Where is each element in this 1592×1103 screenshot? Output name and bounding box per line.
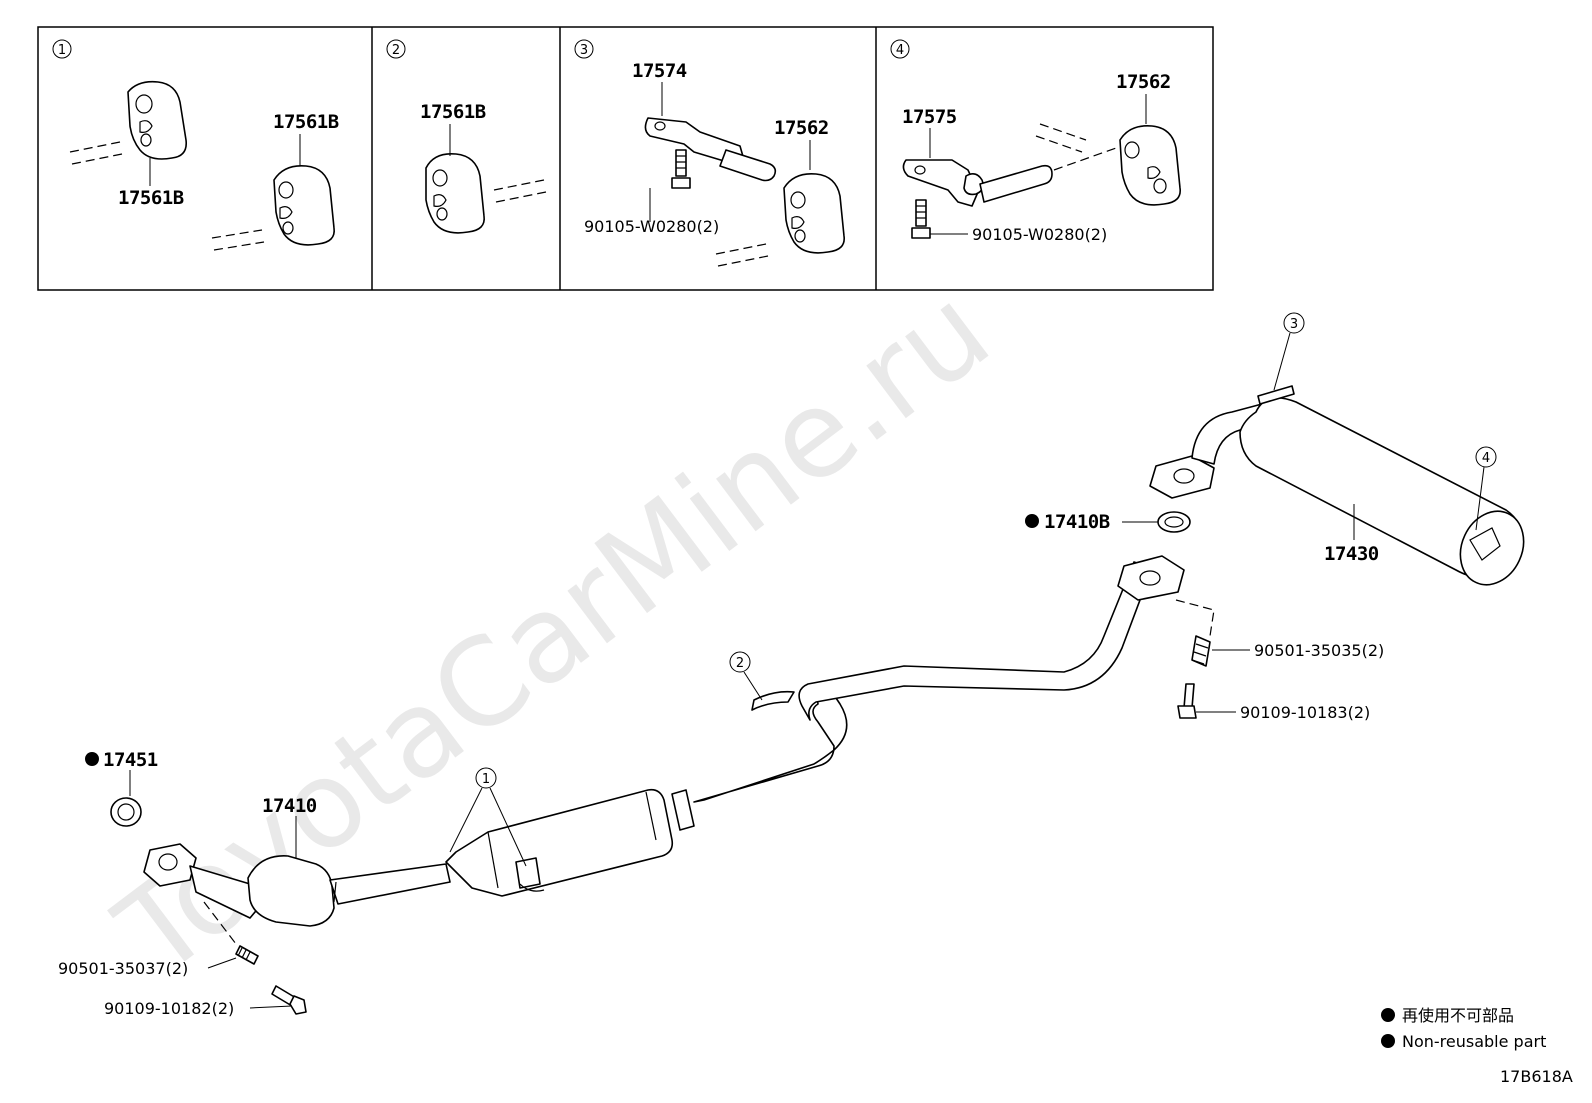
hanger-bracket-icon xyxy=(515,857,545,892)
box-number: 2 xyxy=(392,43,400,58)
detail-box-2: 2 17561B xyxy=(386,39,547,234)
box-number: 4 xyxy=(896,43,904,58)
part-label: 90109-10183(2) xyxy=(1240,703,1370,722)
part-label: 17574 xyxy=(632,60,687,82)
callout-number: 1 xyxy=(482,772,490,787)
part-label: 90105-W0280(2) xyxy=(972,225,1107,244)
rubber-hanger-icon xyxy=(273,164,335,246)
non-reusable-dot-icon xyxy=(85,752,99,766)
detail-box-1: 1 17561B 17561B xyxy=(52,39,339,251)
part-label: 17561B xyxy=(118,187,184,209)
part-label: 17562 xyxy=(774,117,829,139)
box-number: 3 xyxy=(580,43,588,58)
part-label: 17561B xyxy=(420,101,486,123)
legend: 再使用不可部品 Non-reusable part xyxy=(1381,1006,1546,1051)
gasket-icon xyxy=(110,797,142,827)
callout-number: 4 xyxy=(1482,451,1490,466)
part-label: 17561B xyxy=(273,111,339,133)
bolt-icon xyxy=(271,985,307,1015)
rubber-hanger-icon xyxy=(127,80,188,160)
exhaust-assembly: 17451 17410 90501-35037(2) 90109-10182(2… xyxy=(58,312,1525,1018)
part-label: 17562 xyxy=(1116,71,1171,93)
center-exhaust-pipe xyxy=(445,555,1185,897)
spring-icon xyxy=(1191,635,1211,667)
non-reusable-dot-icon xyxy=(1025,514,1039,528)
bolt-icon xyxy=(671,149,691,189)
detail-box-3: 3 17574 90105-W0280(2) 17562 xyxy=(574,39,845,267)
legend-jp: 再使用不可部品 xyxy=(1402,1006,1514,1025)
tail-muffler xyxy=(1149,385,1525,586)
bracket-icon xyxy=(644,117,777,182)
part-label: 17430 xyxy=(1324,543,1379,565)
gasket-icon xyxy=(1157,511,1191,533)
rubber-hanger-icon xyxy=(1119,124,1181,206)
legend-en: Non-reusable part xyxy=(1402,1032,1546,1051)
part-label: 17575 xyxy=(902,106,957,128)
part-label: 90109-10182(2) xyxy=(104,999,234,1018)
part-label: 17451 xyxy=(103,749,158,771)
part-label: 17410 xyxy=(262,795,317,817)
part-label: 90501-35035(2) xyxy=(1254,641,1384,660)
bolt-icon xyxy=(911,199,931,239)
callout-number: 2 xyxy=(736,656,744,671)
part-label: 90501-35037(2) xyxy=(58,959,188,978)
bolt-icon xyxy=(1177,683,1197,719)
non-reusable-dot-icon xyxy=(1381,1008,1395,1022)
part-label: 17410B xyxy=(1044,511,1110,533)
part-label: 90105-W0280(2) xyxy=(584,217,719,236)
box-number: 1 xyxy=(58,43,66,58)
bracket-icon xyxy=(902,159,1053,207)
detail-box-4: 4 17575 90105-W0280(2) 17562 xyxy=(890,39,1181,244)
diagram-code: 17B618A xyxy=(1500,1067,1573,1086)
non-reusable-dot-icon xyxy=(1381,1034,1395,1048)
hanger-bracket-icon xyxy=(751,690,795,711)
callout-number: 3 xyxy=(1290,317,1298,332)
detail-boxes: 1 17561B 17561B 2 xyxy=(37,26,1214,291)
rubber-hanger-icon xyxy=(783,172,845,254)
stud-bolt-icon xyxy=(235,945,259,965)
rubber-hanger-icon xyxy=(425,152,485,234)
front-exhaust-pipe xyxy=(143,843,451,927)
